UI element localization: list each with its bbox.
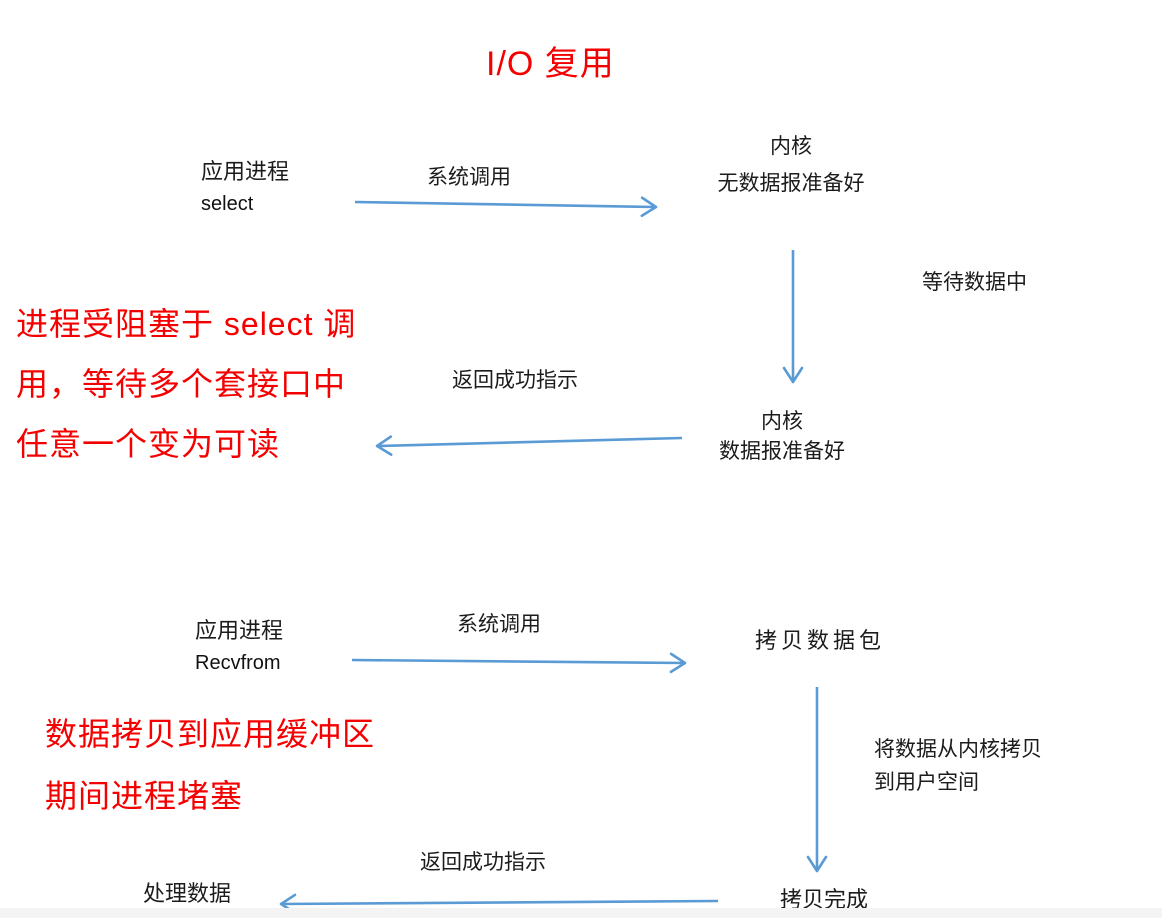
syscall-label-1: 系统调用 xyxy=(427,165,511,189)
copy-note-line2: 期间进程堵塞 xyxy=(45,778,244,814)
copy-done-label: 拷贝完成 xyxy=(780,887,869,912)
copy-desc-block: 将数据从内核拷贝 到用户空间 xyxy=(874,733,1042,799)
return-arrow-1 xyxy=(375,435,683,456)
app-process-2-label: 应用进程 xyxy=(195,618,284,643)
copy-block-note: 数据拷贝到应用缓冲区 期间进程堵塞 xyxy=(45,703,375,827)
kernel-data-ready-line2: 数据报准备好 xyxy=(719,439,845,463)
app-process-2-call: Recvfrom xyxy=(195,652,281,674)
copy-desc-line2: 到用户空间 xyxy=(874,770,979,794)
copy-note-line1: 数据拷贝到应用缓冲区 xyxy=(45,716,376,752)
kernel-no-data-block: 内核 无数据报准备好 xyxy=(696,128,886,202)
kernel-no-data-line2: 无数据报准备好 xyxy=(717,171,865,195)
return-arrow-2 xyxy=(279,893,719,915)
app-process-select-block: 应用进程 select xyxy=(201,155,289,221)
syscall-arrow-1 xyxy=(354,196,658,218)
app-process-1-call: select xyxy=(201,193,254,215)
syscall-arrow-2 xyxy=(351,652,687,674)
diagram-title: I/O 复用 xyxy=(486,45,615,83)
page-bottom-edge xyxy=(0,908,1162,918)
app-process-recvfrom-block: 应用进程 Recvfrom xyxy=(195,614,283,680)
select-note-line2: 用，等待多个套接口中 xyxy=(16,366,347,402)
syscall-label-2: 系统调用 xyxy=(457,612,541,636)
kernel-no-data-line1: 内核 xyxy=(770,134,812,158)
select-note-line3: 任意一个变为可读 xyxy=(16,426,281,462)
select-block-note: 进程受阻塞于 select 调 用，等待多个套接口中 任意一个变为可读 xyxy=(16,294,356,474)
return-success-label-2: 返回成功指示 xyxy=(420,850,546,874)
waiting-data-label: 等待数据中 xyxy=(922,270,1027,294)
return-success-label-1: 返回成功指示 xyxy=(452,368,578,392)
copy-packet-label: 拷贝数据包 xyxy=(755,628,886,653)
kernel-data-ready-line1: 内核 xyxy=(761,409,803,433)
app-process-1-label: 应用进程 xyxy=(201,159,290,184)
copy-desc-line1: 将数据从内核拷贝 xyxy=(874,737,1042,761)
process-data-label: 处理数据 xyxy=(143,881,232,906)
kernel-data-ready-block: 内核 数据报准备好 xyxy=(692,406,872,466)
select-note-line1: 进程受阻塞于 select 调 xyxy=(16,306,357,342)
